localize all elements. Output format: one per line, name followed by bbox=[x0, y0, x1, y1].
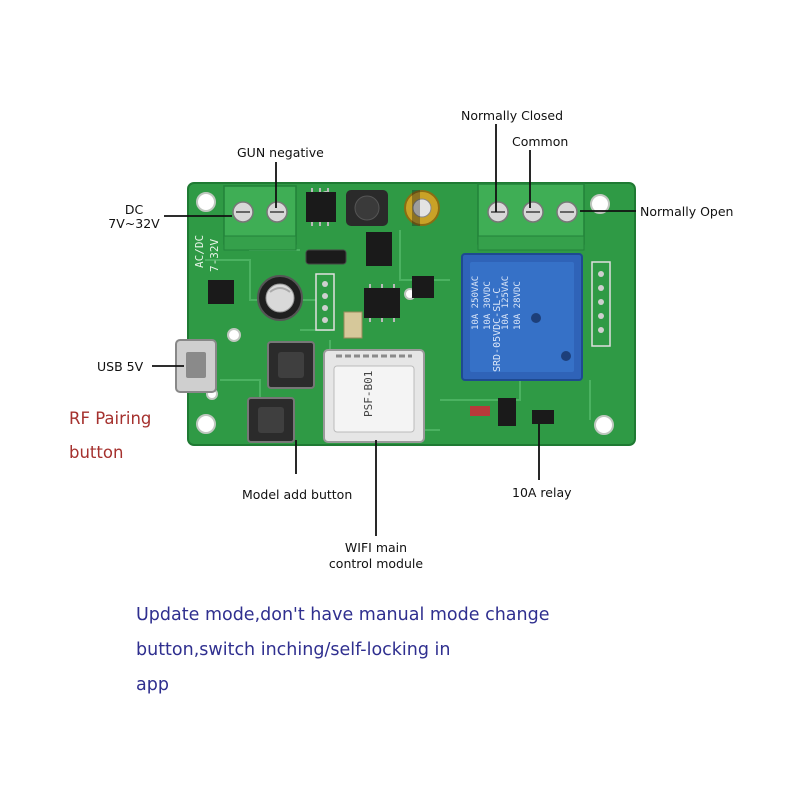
diodes-bottom bbox=[470, 398, 554, 426]
sot-ic-mid bbox=[366, 232, 392, 266]
header-pins-right bbox=[591, 261, 611, 347]
leader-lines bbox=[152, 124, 636, 536]
label-gun-negative: GUN negative bbox=[237, 145, 324, 160]
crystal bbox=[343, 311, 363, 339]
label-wifi-module: WIFI main control module bbox=[316, 540, 436, 572]
label-normally-closed: Normally Closed bbox=[461, 108, 564, 123]
label-rf-line2: button bbox=[69, 443, 124, 462]
relay-print-5: SRD-05VDC-SL-C bbox=[492, 288, 503, 372]
acdc-print: AC/DC bbox=[193, 235, 206, 268]
label-dc-line2: 7V~32V bbox=[108, 216, 160, 231]
output-terminal-block bbox=[477, 183, 585, 251]
inductor bbox=[346, 190, 388, 226]
small-transistor bbox=[412, 276, 434, 298]
header-pins-mid bbox=[315, 273, 335, 331]
silkscreen-text: AC/DC 7-32V bbox=[193, 235, 221, 272]
driver-ic bbox=[364, 284, 400, 322]
resistor bbox=[305, 249, 347, 265]
note-line-1: Update mode,don't have manual mode chang… bbox=[136, 605, 550, 625]
label-rf-line1: RF Pairing bbox=[69, 409, 152, 428]
label-common: Common bbox=[512, 134, 569, 149]
note-line-3: app bbox=[136, 675, 169, 695]
electrolytic-capacitor-large bbox=[257, 275, 303, 321]
sot-ic-left bbox=[208, 280, 234, 304]
relay-print-4: 10A 28VDC bbox=[513, 281, 523, 330]
label-model-add: Model add button bbox=[242, 487, 353, 502]
label-normally-open: Normally Open bbox=[640, 204, 734, 219]
usb-connector bbox=[175, 339, 217, 393]
electrolytic-capacitor-small bbox=[404, 190, 440, 226]
relay-print-1: 10A 250VAC bbox=[471, 276, 481, 330]
update-mode-note: Update mode,don't have manual mode chang… bbox=[136, 598, 596, 703]
range-print: 7-32V bbox=[208, 239, 221, 272]
input-terminal-block bbox=[223, 185, 297, 251]
label-dc-input: DC 7V~32V bbox=[104, 203, 164, 231]
relay-print-2: 10A 30VDC bbox=[483, 281, 493, 330]
model-add-button-part bbox=[267, 341, 315, 389]
label-usb: USB 5V bbox=[97, 359, 144, 374]
label-wifi-line1: WIFI main bbox=[344, 540, 408, 555]
rf-pairing-button-part bbox=[247, 397, 295, 443]
wifi-module-print: PSF-B01 bbox=[362, 371, 375, 417]
note-line-2: button,switch inching/self-locking in bbox=[136, 640, 451, 660]
relay-part: 10A 250VAC 10A 30VDC 10A 125VAC 10A 28VD… bbox=[461, 253, 583, 381]
regulator-ic bbox=[306, 188, 336, 226]
relay-print-3: 10A 125VAC bbox=[501, 276, 511, 330]
label-dc-line1: DC bbox=[124, 202, 144, 217]
label-wifi-line2: control module bbox=[328, 556, 424, 571]
label-rf-pairing: RF Pairing button bbox=[69, 402, 151, 470]
wifi-module: PSF-B01 bbox=[323, 349, 425, 443]
label-10a-relay: 10A relay bbox=[512, 485, 572, 500]
